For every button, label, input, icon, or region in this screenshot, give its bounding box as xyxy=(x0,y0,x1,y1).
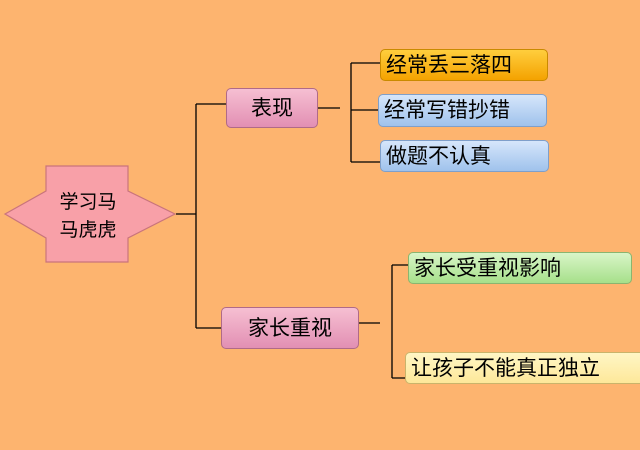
node-label: 让孩子不能真正独立 xyxy=(411,355,600,380)
node-label: 经常丢三落四 xyxy=(386,52,512,77)
node-label: 做题不认真 xyxy=(386,143,491,168)
branch-jiazhang-label: 家长重视 xyxy=(248,315,332,340)
connector-jiazhang xyxy=(359,264,408,379)
central-topic: 学习马 马虎虎 xyxy=(45,188,131,244)
node-jingchang-xiecuochaocuo[interactable]: 经常写错抄错 xyxy=(378,94,547,127)
central-star-shape xyxy=(3,165,177,263)
node-rang-haizi-buneng-duli[interactable]: 让孩子不能真正独立 xyxy=(405,352,640,384)
connector-root xyxy=(176,103,226,329)
node-jingchang-diusanluosi[interactable]: 经常丢三落四 xyxy=(380,49,548,81)
branch-biaoxian[interactable]: 表现 xyxy=(226,88,318,128)
branch-jiazhang-zhongshi[interactable]: 家长重视 xyxy=(221,307,359,349)
node-zuoti-burenzhen[interactable]: 做题不认真 xyxy=(380,140,549,172)
node-label: 家长受重视影响 xyxy=(414,255,561,280)
node-jiazhang-shou-zhongshi-yingxiang[interactable]: 家长受重视影响 xyxy=(408,252,632,284)
central-topic-line-2: 马虎虎 xyxy=(59,219,117,241)
node-label: 经常写错抄错 xyxy=(384,98,510,122)
central-topic-line-1: 学习马 xyxy=(59,191,117,213)
branch-biaoxian-label: 表现 xyxy=(251,95,293,120)
connector-biaoxian xyxy=(318,62,380,163)
